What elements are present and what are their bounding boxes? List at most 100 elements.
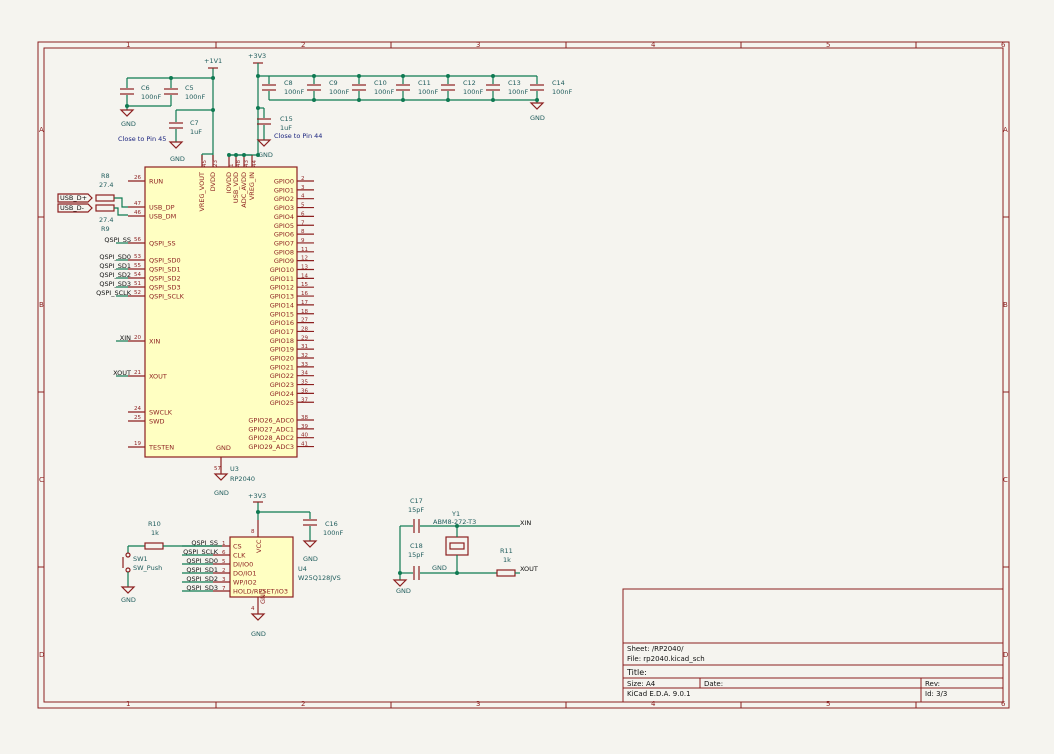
u4-pin-num: 5 (222, 559, 226, 565)
u3-pin-gpio18: GPIO18 (270, 337, 294, 345)
u3-pin-gpio28_adc2: GPIO28_ADC2 (248, 434, 294, 442)
frame-row-label: B (1003, 301, 1008, 309)
u3-pin-num: 14 (301, 273, 308, 279)
u3-pin-num: 36 (301, 388, 308, 394)
usb-series-resistors: USB_D+ USB_D- R8 27.4 27.4 R9 (57, 172, 128, 233)
tb-tool: KiCad E.D.A. 9.0.1 (627, 690, 691, 698)
u3-top-pin-num: 1 (229, 164, 235, 168)
u3-pin-num: 5 (301, 203, 305, 209)
r9-val: 27.4 (99, 216, 113, 224)
xout-net-label: XOUT (520, 565, 538, 573)
c17-val: 15pF (408, 506, 424, 514)
u4-pin-num: 7 (222, 586, 226, 592)
c15-val: 1uF (280, 124, 292, 132)
u3-pin-num: 56 (134, 237, 141, 243)
r10-ref: R10 (148, 520, 161, 528)
c5-val: 100nF (185, 93, 206, 101)
boot-switch: R10 1k GND SW1 SW_Push (120, 520, 222, 604)
gnd-u4-label: GND (251, 630, 266, 638)
u3-pin-num: 40 (301, 433, 308, 439)
u3-pin-num: 29 (301, 335, 308, 341)
vreg-decoupling: +1V1 C6 100nF C5 100nF GND GND C7 (118, 57, 222, 163)
u3-pin-num: 21 (134, 370, 141, 376)
frame-col-label: 4 (651, 41, 656, 49)
title-block: Sheet: /RP2040/ File: rp2040.kicad_sch T… (622, 588, 1004, 703)
u3-pin-gpio14: GPIO14 (270, 301, 294, 309)
u3-gnd-name: GND (216, 444, 231, 452)
r10-val: 1k (151, 529, 159, 537)
u3-pin-gpio1: GPIO1 (274, 186, 294, 194)
u3-pin-num: 11 (301, 247, 308, 253)
net-label-xout: XOUT (113, 369, 131, 377)
gnd-c6-label: GND (121, 120, 136, 128)
crystal-oscillator: C17 15pF XIN C18 15pF GND GND Y1 ABM8-27… (392, 497, 538, 595)
u3-pin-gpio21: GPIO21 (270, 363, 294, 371)
u3-pin-num: 25 (134, 415, 141, 421)
c11-val: 100nF (418, 88, 439, 96)
net-label-qspi_sd2: QSPI_SD2 (99, 271, 131, 279)
u4-vcc-num: 8 (251, 529, 255, 535)
power-3v3-u4-label: +3V3 (248, 492, 266, 500)
u3-pin-num: 3 (301, 185, 305, 191)
u3-pin-qspi_sd2: QSPI_SD2 (149, 275, 181, 283)
u3-pin-gpio19: GPIO19 (270, 346, 294, 354)
u3-pin-gpio15: GPIO15 (270, 310, 294, 318)
u3-pin-num: 18 (301, 309, 308, 315)
c18-val: 15pF (408, 551, 424, 559)
u3-pin-num: 28 (301, 326, 308, 332)
r9-ref: R9 (101, 225, 110, 233)
u3-pin-num: 54 (134, 272, 141, 278)
frame-col-label: 5 (826, 700, 830, 708)
u3-pin-gpio7: GPIO7 (274, 239, 294, 247)
u3-pin-xin: XIN (149, 338, 160, 346)
c17-ref: C17 (410, 497, 423, 505)
frame-row-label: D (39, 651, 44, 659)
c6-ref: C6 (141, 84, 150, 92)
u3-pin-qspi_sclk: QSPI_SCLK (149, 293, 185, 301)
u3-pin-swd: SWD (149, 418, 165, 426)
u4-vcc-name: VCC (255, 539, 263, 553)
gnd-c16-label: GND (303, 555, 318, 563)
tb-size: Size: A4 (627, 680, 656, 688)
net-label-qspi_sd1: QSPI_SD1 (186, 566, 218, 574)
u3-pin-num: 4 (301, 194, 305, 200)
c7-ref: C7 (190, 119, 199, 127)
gnd-c15-label: GND (258, 151, 273, 159)
net-label-qspi_sd0: QSPI_SD0 (99, 253, 131, 261)
u3-pin-gpio23: GPIO23 (270, 381, 294, 389)
u3-ref: U3 (230, 465, 239, 473)
net-label-qspi_sd2: QSPI_SD2 (186, 575, 218, 583)
u4-pin-num: 2 (222, 568, 226, 574)
u3-pin-num: 15 (301, 282, 308, 288)
gnd-y1-label: GND (432, 564, 447, 572)
c10-ref: C10 (374, 79, 387, 87)
u3-pin-gpio27_adc1: GPIO27_ADC1 (248, 425, 294, 433)
u3-pin-dvdd: DVDD (209, 172, 217, 191)
u3-pin-num: 46 (134, 210, 141, 216)
c6-val: 100nF (141, 93, 162, 101)
net-label-qspi_ss: QSPI_SS (191, 539, 218, 547)
frame-col-label: 1 (126, 41, 130, 49)
u3-pin-gpio11: GPIO11 (270, 275, 294, 283)
tb-rev: Rev: (925, 680, 940, 688)
u3-pin-gpio2: GPIO2 (274, 195, 294, 203)
u3-pin-num: 27 (301, 318, 308, 324)
u3-pin-num: 2 (301, 176, 305, 182)
u3-pin-num: 35 (301, 380, 308, 386)
u3-pin-qspi_sd0: QSPI_SD0 (149, 257, 181, 265)
u3-pin-num: 9 (301, 238, 305, 244)
u4-ref: U4 (298, 565, 307, 573)
u3-top-pin-num: 48 (236, 160, 242, 167)
u3-pin-vreg_in: VREG_IN (248, 172, 256, 200)
u3-pin-num: 38 (301, 415, 308, 421)
u3-pin-qspi_ss: QSPI_SS (149, 240, 176, 248)
iovdd-decoupling: +3V3 C8100nFC9100nFC10100nFC11100nFC1210… (229, 52, 573, 159)
u3-pin-num: 16 (301, 291, 308, 297)
u3-pin-num: 53 (134, 254, 141, 260)
u3-pin-num: 33 (301, 362, 308, 368)
u4-pin-wp-io2: WP/IO2 (233, 579, 257, 587)
usb-dp-label: USB_D+ (60, 194, 87, 202)
u3-pin-gpio24: GPIO24 (270, 390, 294, 398)
note-close-pin44: Close to Pin 44 (274, 132, 322, 140)
